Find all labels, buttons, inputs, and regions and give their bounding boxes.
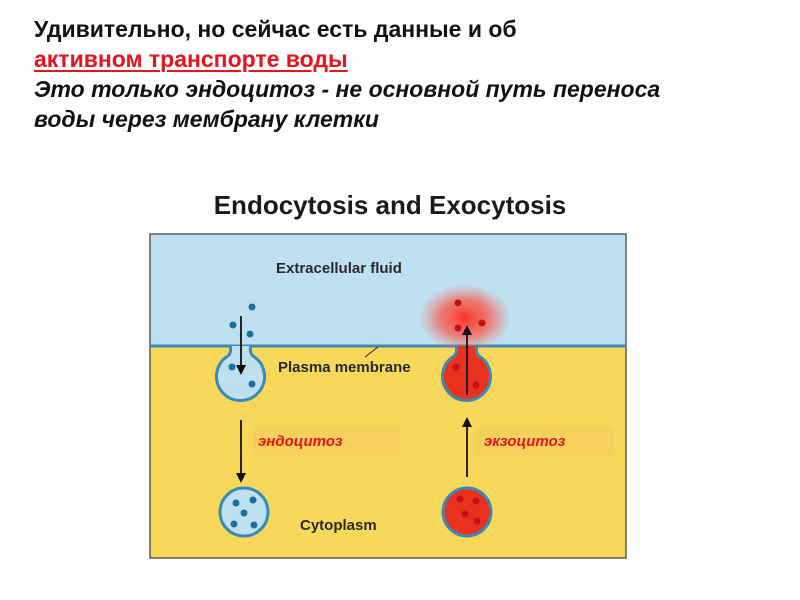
endocytosis-tag-box bbox=[253, 427, 400, 455]
exo-particle bbox=[452, 363, 460, 371]
exo-particle bbox=[454, 324, 462, 332]
header-line-3: Это только эндоцитоз - не основной путь … bbox=[34, 76, 661, 102]
endo-particle bbox=[232, 499, 240, 507]
endo-particle bbox=[240, 509, 248, 517]
exo-particle bbox=[472, 497, 480, 505]
cytoplasm-label: Cytoplasm bbox=[300, 517, 377, 534]
exocytosis-tag: экзоцитоз bbox=[484, 433, 566, 450]
exo-particle bbox=[456, 495, 464, 503]
endo-particle bbox=[228, 363, 236, 371]
plasma-membrane-label: Plasma membrane bbox=[278, 359, 411, 376]
exo-particle bbox=[454, 299, 462, 307]
exo-particle bbox=[478, 319, 486, 327]
exocytosis-release-glow bbox=[419, 284, 511, 352]
endo-particle bbox=[249, 496, 257, 504]
diagram-border bbox=[149, 233, 627, 559]
header-line-4: воды через мембрану клетки bbox=[34, 106, 379, 132]
endo-particle bbox=[230, 520, 238, 528]
header-line-2-highlight: активном транспорте воды bbox=[34, 46, 348, 72]
exo-particle bbox=[473, 517, 481, 525]
header-line-1: Удивительно, но сейчас есть данные и об bbox=[34, 16, 517, 42]
header-text: Удивительно, но сейчас есть данные и об … bbox=[34, 14, 794, 134]
extracellular-region bbox=[150, 234, 626, 346]
exo-particle bbox=[461, 510, 469, 518]
endo-particle bbox=[248, 380, 256, 388]
diagram-title: Endocytosis and Exocytosis bbox=[213, 190, 567, 220]
endo-particle bbox=[229, 321, 237, 329]
endo-particle bbox=[250, 521, 258, 529]
endo-particle bbox=[246, 330, 254, 338]
exocytosis-tag-box bbox=[476, 427, 613, 455]
endocytosis-tag: эндоцитоз bbox=[258, 433, 343, 450]
membrane-pointer bbox=[364, 346, 379, 358]
exo-particle bbox=[472, 381, 480, 389]
endo-particle bbox=[248, 303, 256, 311]
extracellular-label: Extracellular fluid bbox=[276, 260, 402, 277]
